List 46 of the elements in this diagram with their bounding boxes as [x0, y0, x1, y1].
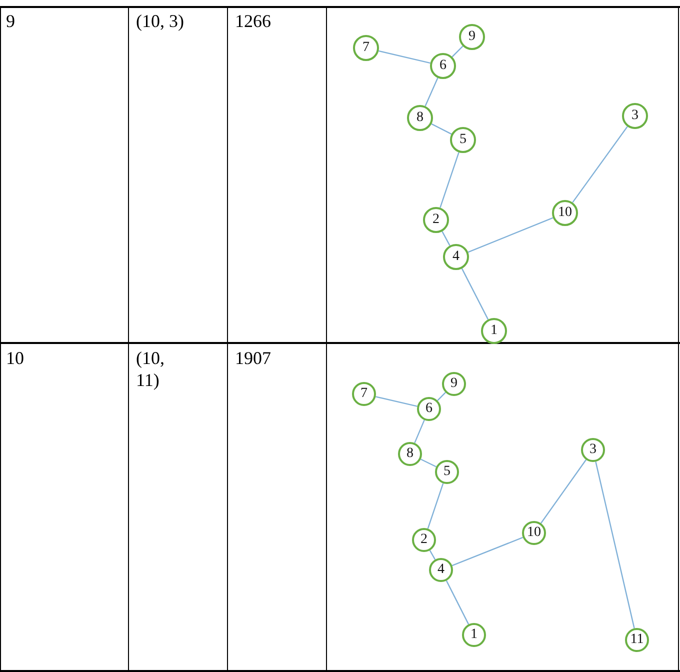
node-circle: 5 [435, 460, 459, 484]
node-circle: 6 [417, 397, 441, 421]
node-circle: 11 [625, 628, 649, 652]
node-circle: 10 [552, 200, 578, 226]
node-circle: 10 [522, 521, 546, 545]
node-circle: 3 [622, 103, 648, 129]
connector-line [420, 458, 436, 468]
table-text: (10, 3) [136, 10, 184, 32]
connector-line [452, 46, 464, 58]
node-circle: 3 [581, 438, 605, 462]
connector-line [376, 396, 418, 407]
connector-line [468, 217, 554, 253]
node-circle: 4 [429, 558, 453, 582]
connector-line [414, 420, 425, 444]
connector-line [440, 152, 460, 208]
node-circle: 9 [442, 372, 466, 396]
table-text: 10 [6, 347, 24, 369]
node-circle: 1 [481, 318, 507, 344]
connector-line [378, 50, 430, 64]
connector-line [429, 550, 436, 560]
connector-line [572, 126, 628, 203]
table-text: (10, 11) [136, 347, 166, 391]
connector-line [437, 392, 446, 401]
node-circle: 8 [398, 442, 422, 466]
connector-line [452, 536, 524, 566]
node-circle: 8 [407, 105, 433, 131]
connector-line [540, 459, 587, 524]
connector-line [461, 268, 489, 320]
node-circle: 2 [423, 207, 449, 233]
connector-line [424, 78, 438, 106]
node-circle: 4 [443, 244, 469, 270]
connector-line [595, 462, 635, 628]
connector-line [446, 580, 470, 625]
node-circle: 5 [450, 127, 476, 153]
table-text: 1266 [235, 10, 271, 32]
table-text: 9 [6, 10, 15, 32]
node-circle: 6 [430, 53, 456, 79]
connector-line [427, 483, 444, 529]
table-text: 1907 [235, 347, 271, 369]
node-circle: 2 [412, 528, 436, 552]
connector-line [442, 231, 450, 246]
node-circle: 1 [462, 623, 486, 647]
node-circle: 7 [353, 35, 379, 61]
node-circle: 7 [352, 382, 376, 406]
connector-line [431, 123, 452, 135]
node-circle: 9 [459, 24, 485, 50]
